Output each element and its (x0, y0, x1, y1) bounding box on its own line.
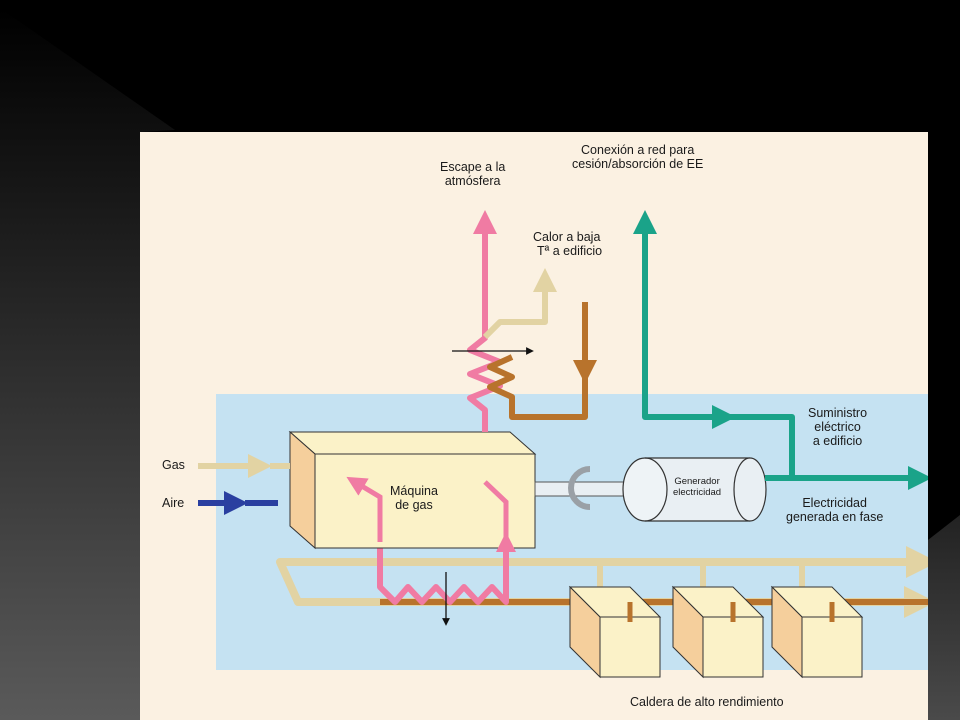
gas-engine-label-line1: Máquina (390, 484, 438, 498)
gas-label-text: Gas (162, 458, 185, 472)
generated-electricity-label-line1: Electricidad (802, 496, 867, 510)
heat-exchanger-coil (487, 302, 588, 420)
rotation-icon (568, 466, 591, 510)
generated-electricity-label: Electricidad generada en fase (786, 496, 883, 524)
building-supply-label-line1: Suministro (808, 406, 868, 420)
grid-connection-label: Conexión a red para cesión/absorción de … (572, 143, 703, 171)
building-supply-label-line3: a edificio (812, 434, 863, 448)
low-temp-heat-label-line2: Tª a edificio (537, 244, 603, 258)
air-label: Aire (162, 496, 184, 510)
boiler-label: Caldera de alto rendimiento (630, 695, 784, 709)
gas-engine-label-line2: de gas (395, 498, 433, 512)
exhaust-loop-lower (377, 522, 509, 605)
air-label-text: Aire (162, 496, 185, 510)
gas-engine-label: Máquina de gas (390, 484, 438, 512)
building-supply-label-line2: eléctrico (814, 420, 861, 434)
gas-label: Gas (162, 458, 185, 472)
boiler-2 (671, 562, 765, 679)
generator-cylinder (622, 457, 767, 522)
slide-left-bevel (0, 8, 175, 720)
exhaust-label-line2: atmósfera (444, 174, 501, 188)
generator-label: Generador electricidad (673, 476, 721, 498)
generator-label-line1: Generador (674, 476, 720, 487)
slide-right-bevel (928, 515, 960, 720)
low-temp-heat-pipe (482, 268, 557, 340)
building-supply-label: Suministro eléctrico a edificio (808, 406, 867, 448)
generator-label-line2: electricidad (673, 487, 722, 498)
grid-connection-label-line2: cesión/absorción de EE (572, 157, 704, 171)
boiler-3 (770, 562, 864, 679)
exhaust-label: Escape a la atmósfera (440, 160, 505, 188)
exhaust-label-line1: Escape a la (440, 160, 506, 174)
grid-connection-label-line1: Conexión a red para (581, 143, 695, 157)
exhaust-stack (467, 210, 503, 432)
cogeneration-diagram: Escape a la atmósfera Conexión a red par… (140, 132, 928, 720)
boiler-label-text: Caldera de alto rendimiento (630, 695, 784, 709)
low-temp-heat-label: Calor a baja Tª a edificio (533, 230, 602, 258)
generated-electricity-label-line2: generada en fase (786, 510, 884, 524)
low-temp-heat-label-line1: Calor a baja (533, 230, 601, 244)
